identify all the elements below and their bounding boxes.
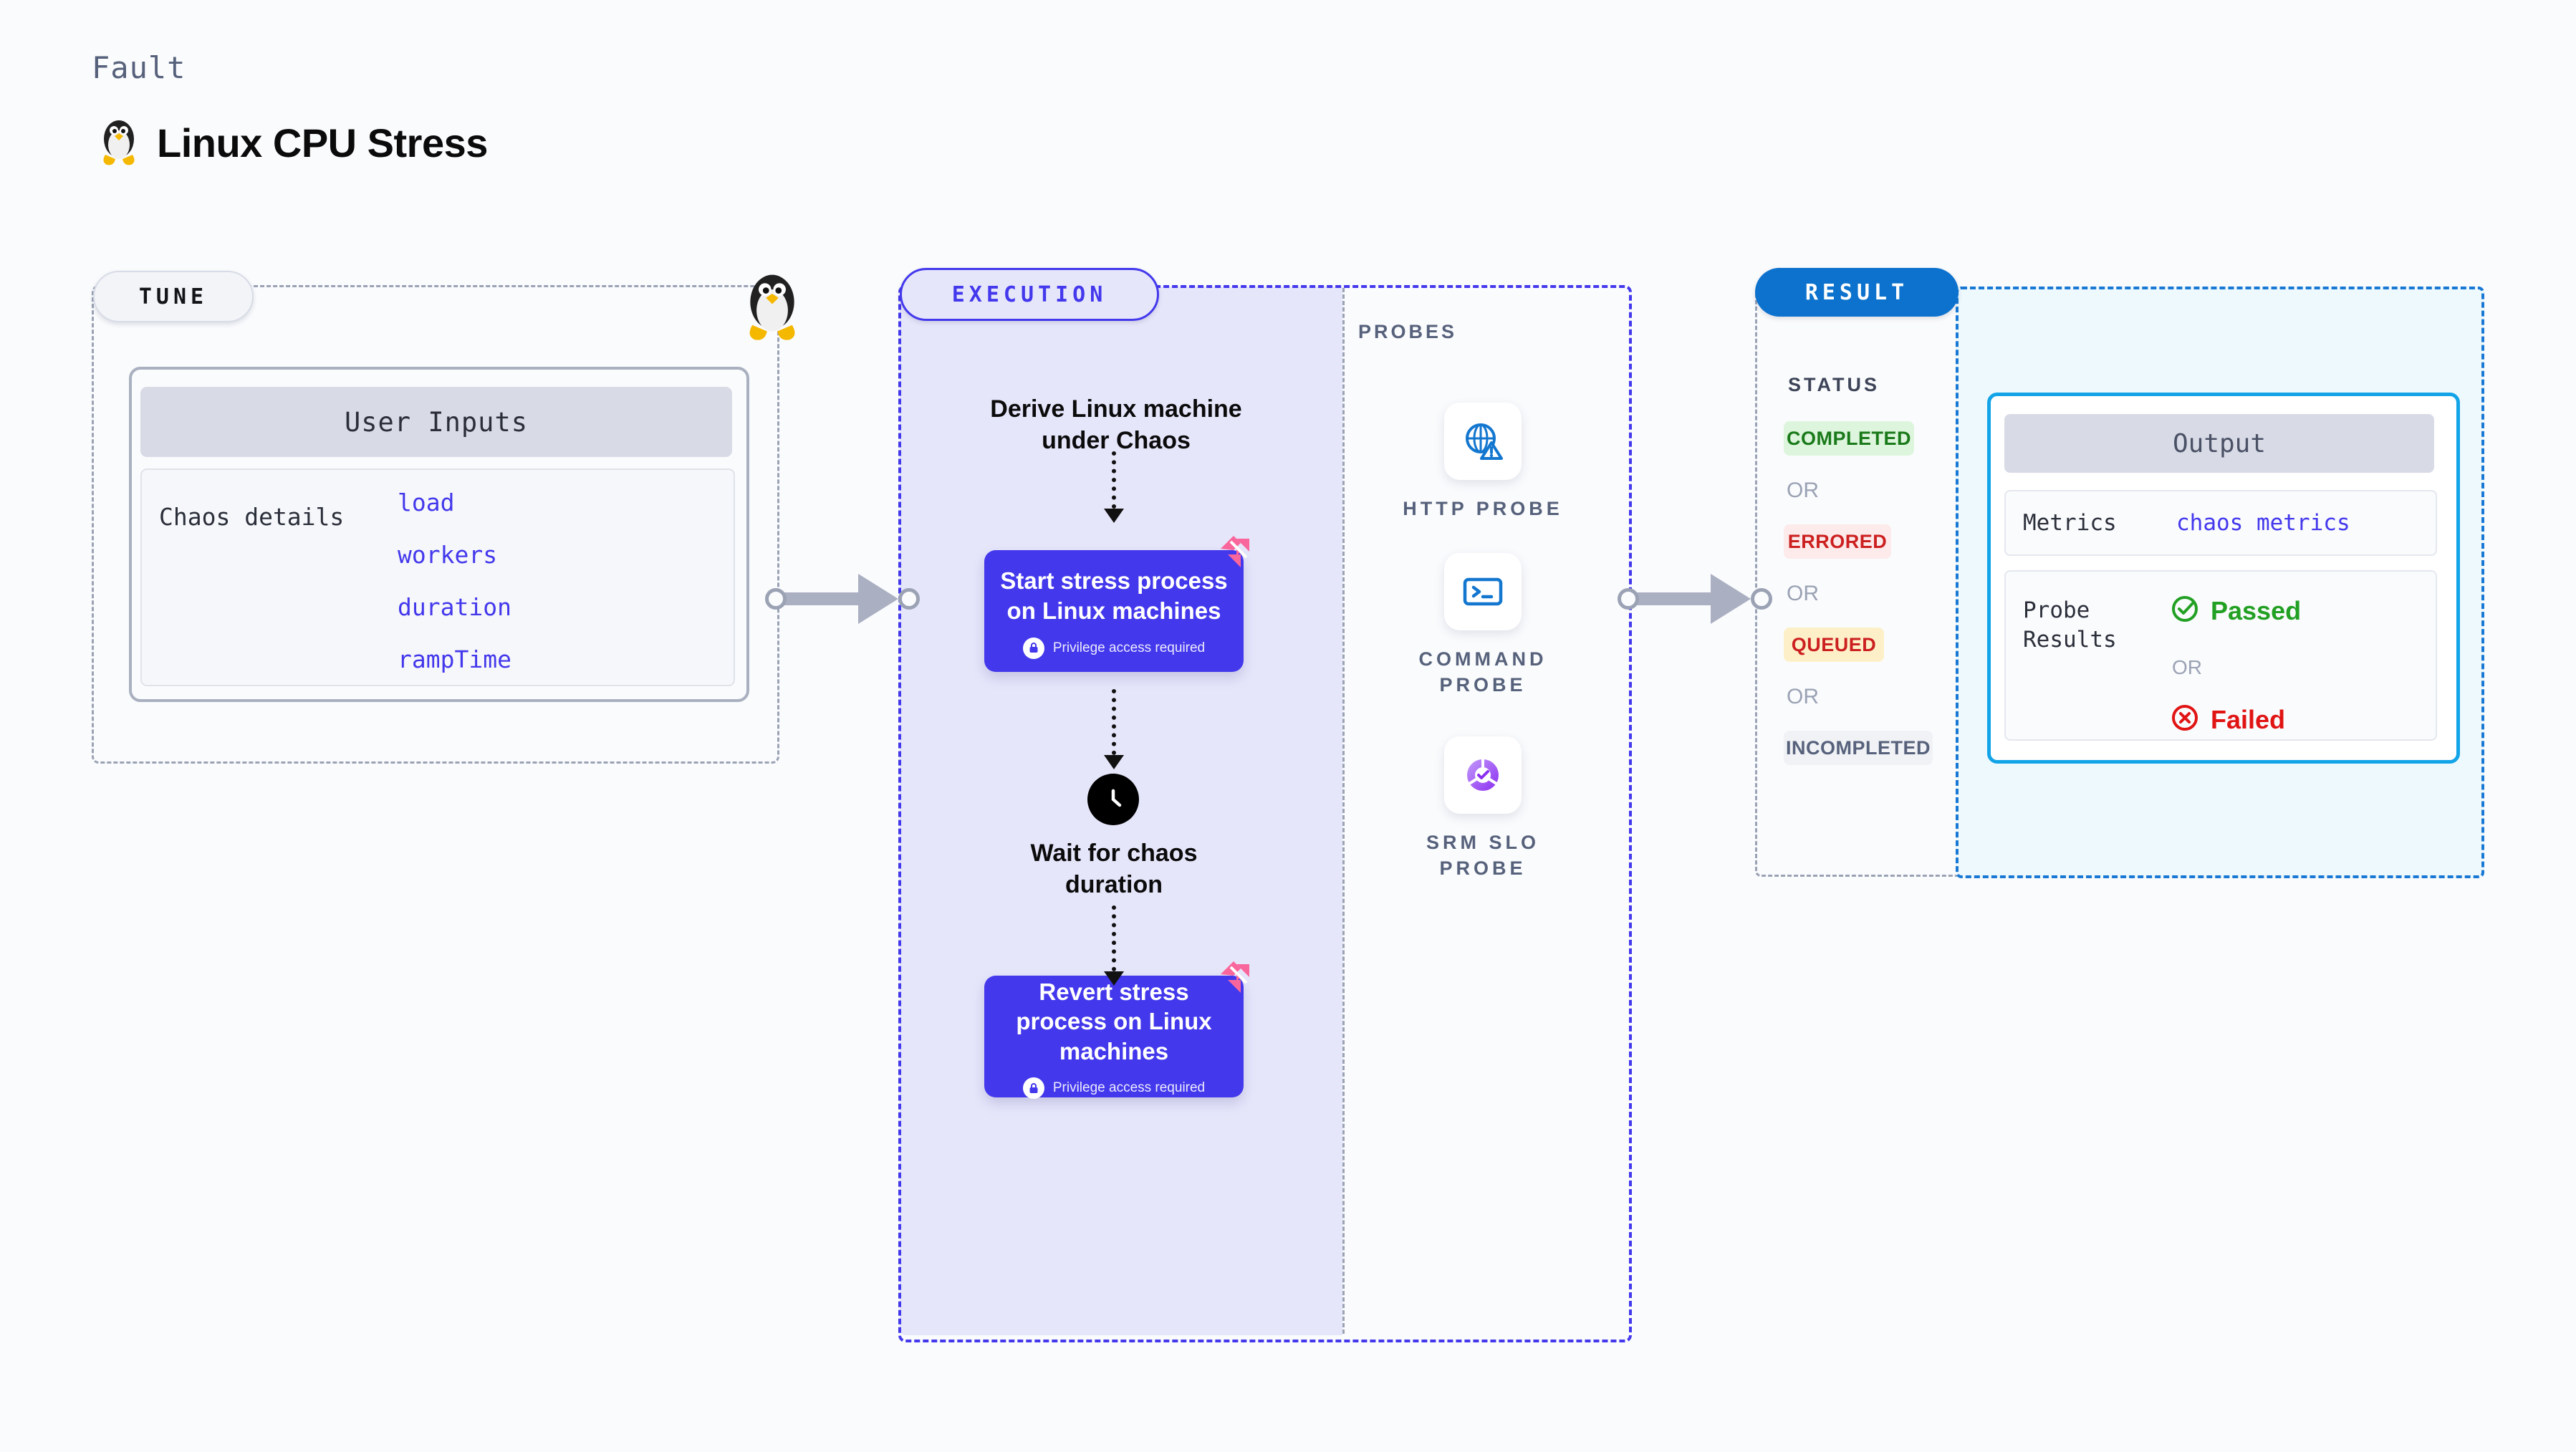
privilege-note: Privilege access required [1022, 637, 1206, 659]
connector-bar [1628, 592, 1735, 605]
passed-label: Passed [2211, 595, 2302, 625]
probe-result-failed: Failed [2171, 703, 2285, 736]
or-separator: OR [1787, 582, 1819, 605]
litmus-chaos-icon [1218, 533, 1259, 574]
connector-bar [775, 592, 883, 605]
flow-arrow-icon [1104, 905, 1124, 986]
chaos-details-label: Chaos details [159, 503, 345, 531]
page-title: Linux CPU Stress [157, 120, 488, 165]
privilege-note-text: Privilege access required [1052, 1080, 1206, 1096]
metrics-value: chaos metrics [2176, 510, 2350, 536]
output-metrics-row [2004, 490, 2437, 556]
probe-label: HTTP PROBE [1403, 498, 1563, 519]
page-title-row: Linux CPU Stress [97, 115, 488, 171]
step-title: Revert stress process on Linux machines [1016, 978, 1212, 1064]
page-kicker: Fault [92, 50, 186, 85]
arrow-tip [1104, 755, 1124, 769]
lock-icon [1022, 1077, 1044, 1100]
privilege-note: Privilege access required [1022, 1077, 1206, 1100]
probes-section-label: PROBES [1358, 321, 1458, 342]
param-load: load [398, 489, 455, 516]
or-separator: OR [1787, 479, 1819, 502]
connector-tune-to-execution [765, 568, 923, 630]
x-circle-icon [2171, 703, 2199, 736]
linux-penguin-icon [739, 266, 805, 344]
param-workers: workers [398, 541, 498, 569]
privilege-note-text: Privilege access required [1052, 640, 1206, 655]
probes-divider [1342, 288, 1345, 1334]
clock-icon [1087, 774, 1139, 825]
param-duration: duration [398, 593, 511, 621]
status-badge-completed: COMPLETED [1784, 421, 1914, 456]
step-title: Start stress process on Linux machines [1000, 567, 1228, 624]
linux-penguin-icon [97, 115, 141, 171]
lock-icon [1022, 637, 1044, 659]
chaos-parameter-list: load workers duration rampTime [398, 489, 511, 673]
output-probe-results-row [2004, 570, 2437, 741]
arrow-line [1112, 905, 1116, 971]
wait-step-label: Wait for chaos duration [1030, 840, 1198, 898]
flow-arrow-icon [1104, 689, 1124, 769]
connector-dot-end [898, 588, 920, 610]
status-badge-queued: QUEUED [1784, 628, 1884, 662]
probe-result-passed: Passed [2171, 595, 2301, 627]
check-circle-icon [2171, 595, 2199, 627]
execution-step-revert-stress[interactable]: Revert stress process on Linux machines … [984, 961, 1249, 1100]
output-card-title: Output [2004, 414, 2434, 473]
arrow-head-icon [1711, 574, 1751, 624]
user-inputs-title: User Inputs [140, 387, 732, 457]
terminal-icon [1444, 553, 1522, 630]
probe-label: COMMAND PROBE [1418, 648, 1547, 696]
probe-command[interactable]: COMMAND PROBE [1390, 553, 1576, 698]
probe-http[interactable]: HTTP PROBE [1390, 403, 1576, 521]
or-separator: OR [1787, 685, 1819, 708]
arrow-tip [1104, 971, 1124, 986]
probe-srm-slo[interactable]: SRM SLO PROBE [1390, 736, 1576, 882]
tune-pill-label[interactable]: TUNE [93, 271, 254, 322]
or-separator: OR [2172, 656, 2202, 678]
arrow-line [1112, 689, 1116, 755]
connector-dot-end [1751, 588, 1772, 610]
litmus-chaos-icon [1218, 958, 1259, 1000]
connector-dot-start [1618, 588, 1639, 610]
status-badge-incompleted: INCOMPLETED [1784, 731, 1933, 765]
flow-arrow-icon [1104, 451, 1124, 523]
status-badge-errored: ERRORED [1784, 524, 1891, 559]
execution-step-start-stress[interactable]: Start stress process on Linux machines P… [984, 536, 1249, 672]
probe-label: SRM SLO PROBE [1426, 832, 1539, 880]
metrics-label: Metrics [2023, 510, 2117, 536]
derive-step-label: Derive Linux machine under Chaos [990, 395, 1242, 454]
param-ramptime: rampTime [398, 645, 511, 673]
arrow-line [1112, 451, 1116, 509]
status-section-label: STATUS [1788, 374, 1880, 395]
globe-warning-icon [1444, 403, 1522, 480]
arrow-head-icon [858, 574, 898, 624]
failed-label: Failed [2211, 704, 2286, 734]
execution-panel [898, 285, 1632, 1342]
user-inputs-body [140, 468, 735, 686]
tune-panel [92, 285, 779, 764]
arrow-tip [1104, 509, 1124, 523]
result-status-panel [1755, 287, 1961, 877]
slo-donut-check-icon [1444, 736, 1522, 814]
connector-execution-to-result [1618, 568, 1775, 630]
execution-pill-label[interactable]: EXECUTION [900, 268, 1159, 321]
result-pill-label[interactable]: RESULT [1755, 268, 1959, 317]
connector-dot-start [765, 588, 787, 610]
